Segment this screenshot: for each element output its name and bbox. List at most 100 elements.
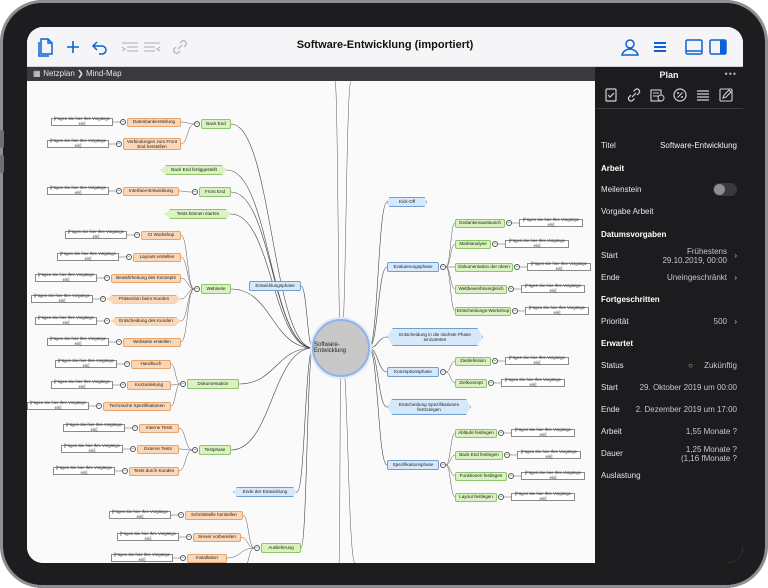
collapse-toggle-icon[interactable]: −: [192, 447, 198, 453]
branch-node[interactable]: Ende der Entwicklung: [233, 487, 297, 497]
task-node[interactable]: Tests durch Kunden: [129, 466, 179, 476]
collapse-toggle-icon[interactable]: −: [506, 220, 512, 226]
task-node[interactable]: Dokumentation der Ideen: [455, 262, 513, 272]
branch-node[interactable]: Kick-Off: [387, 197, 427, 207]
collapse-toggle-icon[interactable]: −: [130, 446, 136, 452]
title-value[interactable]: Software-Entwicklung: [660, 141, 737, 150]
task-node[interactable]: Back End festlegen: [455, 450, 503, 460]
start-constraint-row[interactable]: Start Frühestens 29.10.2019, 00:00 ›: [601, 247, 737, 269]
cost-icon[interactable]: [649, 87, 665, 103]
task-node[interactable]: Entscheidung des Kunden: [111, 316, 181, 326]
collapse-toggle-icon[interactable]: −: [126, 254, 132, 260]
person-icon[interactable]: [619, 36, 641, 58]
placeholder-note[interactable]: [Fügen Sie hier Ihre Vorgänge ein]: [31, 293, 93, 303]
task-node[interactable]: Schnittstelle herstellen: [185, 510, 243, 520]
collapse-toggle-icon[interactable]: −: [514, 264, 520, 270]
placeholder-note[interactable]: [Fügen Sie hier Ihre Vorgänge ein]: [53, 465, 115, 475]
branch-node[interactable]: Entscheidung Spezifikationen festzulegen: [387, 399, 471, 415]
task-node[interactable]: Interface-Entwicklung: [123, 186, 179, 196]
task-node[interactable]: Technische Spezifikationen: [103, 401, 171, 411]
task-node[interactable]: Präsention beim Kunden: [107, 294, 181, 304]
placeholder-note[interactable]: [Fügen Sie hier Ihre Vorgänge ein]: [521, 283, 585, 293]
branch-node[interactable]: Spezifikationsphase: [387, 460, 439, 470]
branch-node[interactable]: Evaluierungsphase: [387, 262, 439, 272]
placeholder-note[interactable]: [Fügen Sie hier Ihre Vorgänge ein]: [505, 238, 569, 248]
task-node[interactable]: Layouts erstellen: [133, 252, 181, 262]
collapse-toggle-icon[interactable]: −: [194, 286, 200, 292]
collapse-toggle-icon[interactable]: −: [492, 358, 498, 364]
placeholder-note[interactable]: [Fügen Sie hier Ihre Vorgänge ein]: [55, 358, 117, 368]
plus-icon[interactable]: [62, 36, 84, 58]
collapse-toggle-icon[interactable]: −: [134, 232, 140, 238]
root-node[interactable]: Software-Entwicklung: [312, 319, 370, 377]
outdent-icon[interactable]: [119, 36, 141, 58]
link-icon[interactable]: [626, 87, 642, 103]
task-node[interactable]: Interne Tests: [139, 423, 179, 433]
collapse-toggle-icon[interactable]: −: [192, 189, 198, 195]
collapse-toggle-icon[interactable]: −: [100, 296, 106, 302]
collapse-toggle-icon[interactable]: −: [104, 318, 110, 324]
collapse-toggle-icon[interactable]: −: [180, 381, 186, 387]
collapse-toggle-icon[interactable]: −: [124, 361, 130, 367]
collapse-toggle-icon[interactable]: −: [122, 468, 128, 474]
placeholder-note[interactable]: [Fügen Sie hier Ihre Vorgänge ein]: [35, 272, 97, 282]
task-node[interactable]: Handbuch: [131, 359, 171, 369]
task-node[interactable]: Entscheidungs-Workshop: [455, 306, 511, 316]
layout-bottom-icon[interactable]: [683, 36, 705, 58]
branch-node[interactable]: Entwicklungsphase: [249, 281, 301, 291]
collapse-toggle-icon[interactable]: −: [440, 462, 446, 468]
link-icon[interactable]: [169, 36, 191, 58]
branch-node[interactable]: Dokumentation: [187, 379, 239, 389]
percent-icon[interactable]: [672, 87, 688, 103]
placeholder-note[interactable]: [Fügen Sie hier Ihre Vorgänge ein]: [47, 185, 109, 195]
placeholder-note[interactable]: [Fügen Sie hier Ihre Vorgänge ein]: [47, 336, 109, 346]
branch-node[interactable]: Webseite: [201, 284, 231, 294]
placeholder-note[interactable]: [Fügen Sie hier Ihre Vorgänge ein]: [51, 116, 113, 126]
collapse-toggle-icon[interactable]: −: [116, 188, 122, 194]
indent-icon[interactable]: [141, 36, 163, 58]
placeholder-note[interactable]: [Fügen Sie hier Ihre Vorgänge ein]: [519, 217, 583, 227]
task-node[interactable]: CI Workshop: [141, 230, 181, 240]
placeholder-note[interactable]: [Fügen Sie hier Ihre Vorgänge ein]: [47, 138, 109, 148]
task-node[interactable]: Zieldefinition: [455, 356, 491, 366]
collapse-toggle-icon[interactable]: −: [120, 119, 126, 125]
placeholder-note[interactable]: [Fügen Sie hier Ihre Vorgänge ein]: [111, 552, 173, 562]
collapse-toggle-icon[interactable]: −: [440, 369, 446, 375]
task-node[interactable]: Funktionen festlegen: [455, 471, 507, 481]
collapse-toggle-icon[interactable]: −: [116, 339, 122, 345]
placeholder-note[interactable]: [Fügen Sie hier Ihre Vorgänge ein]: [511, 427, 575, 437]
branch-node[interactable]: Front End: [199, 187, 231, 197]
placeholder-note[interactable]: [Fügen Sie hier Ihre Vorgänge ein]: [57, 251, 119, 261]
collapse-toggle-icon[interactable]: −: [512, 308, 518, 314]
placeholder-note[interactable]: [Fügen Sie hier Ihre Vorgänge ein]: [65, 229, 127, 239]
collapse-toggle-icon[interactable]: −: [132, 425, 138, 431]
collapse-toggle-icon[interactable]: −: [194, 121, 200, 127]
placeholder-note[interactable]: [Fügen Sie hier Ihre Vorgänge ein]: [525, 305, 589, 315]
branch-node[interactable]: Back End: [201, 119, 231, 129]
milestone-toggle[interactable]: [713, 183, 737, 196]
breadcrumb-root[interactable]: Netzplan: [43, 69, 75, 78]
undo-icon[interactable]: [89, 36, 111, 58]
placeholder-note[interactable]: [Fügen Sie hier Ihre Vorgänge ein]: [27, 400, 89, 410]
branch-node[interactable]: Tests können starten: [165, 209, 231, 219]
collapse-toggle-icon[interactable]: −: [120, 382, 126, 388]
branch-node[interactable]: Back End fertiggestellt: [161, 165, 227, 175]
task-node[interactable]: Installation: [187, 553, 227, 563]
collapse-toggle-icon[interactable]: −: [504, 452, 510, 458]
collapse-toggle-icon[interactable]: −: [498, 494, 504, 500]
task-node[interactable]: Webseite erstellen: [123, 337, 181, 347]
placeholder-note[interactable]: [Fügen Sie hier Ihre Vorgänge ein]: [109, 509, 171, 519]
placeholder-note[interactable]: [Fügen Sie hier Ihre Vorgänge ein]: [51, 379, 113, 389]
document-icon[interactable]: [35, 36, 57, 58]
placeholder-note[interactable]: [Fügen Sie hier Ihre Vorgänge ein]: [35, 315, 97, 325]
placeholder-note[interactable]: [Fügen Sie hier Ihre Vorgänge ein]: [117, 531, 179, 541]
branch-node[interactable]: Entscheidung in die nächste Phase einzut…: [387, 328, 483, 346]
list-icon[interactable]: [649, 36, 671, 58]
task-node[interactable]: Gedankenaustausch: [455, 218, 505, 228]
collapse-toggle-icon[interactable]: −: [178, 512, 184, 518]
placeholder-note[interactable]: [Fügen Sie hier Ihre Vorgänge ein]: [511, 491, 575, 501]
collapse-toggle-icon[interactable]: −: [96, 403, 102, 409]
task-node[interactable]: Datenbankerstellung: [127, 117, 181, 127]
collapse-toggle-icon[interactable]: −: [498, 430, 504, 436]
collapse-toggle-icon[interactable]: −: [186, 534, 192, 540]
